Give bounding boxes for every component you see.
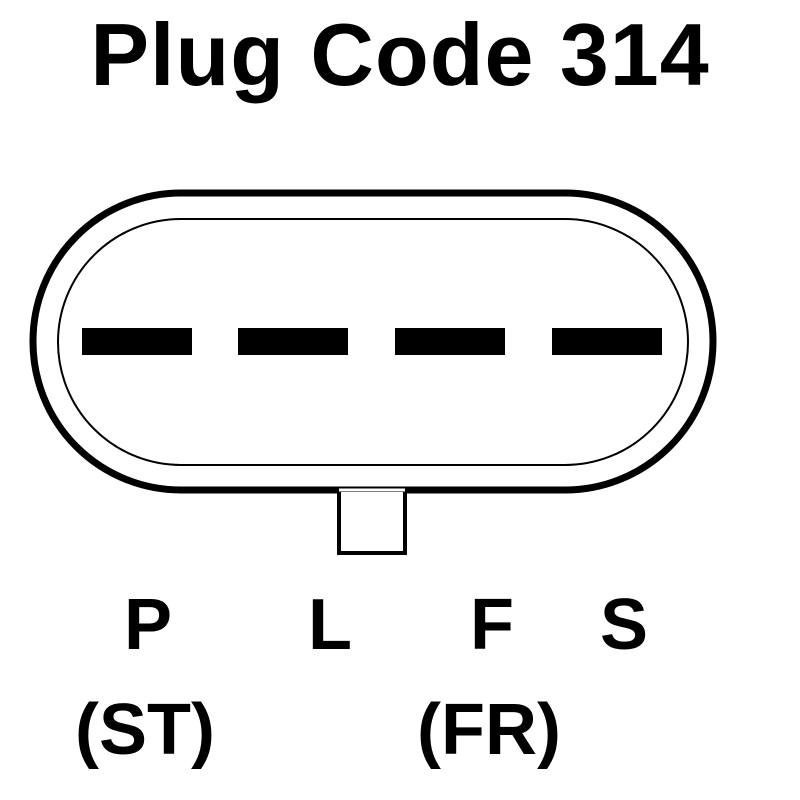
pin-label-s: S bbox=[599, 585, 649, 665]
terminal-p bbox=[82, 328, 192, 355]
terminal-l bbox=[238, 328, 348, 355]
pin-sublabel-st: (ST) bbox=[75, 690, 215, 770]
diagram-title: Plug Code 314 bbox=[90, 5, 710, 104]
pin-sublabel-fr: (FR) bbox=[417, 690, 561, 770]
connector-housing-inner bbox=[57, 218, 689, 466]
terminal-s bbox=[552, 328, 662, 355]
pin-label-p: P bbox=[123, 585, 173, 665]
pin-label-l: L bbox=[308, 585, 352, 665]
terminal-f bbox=[395, 328, 505, 355]
pin-label-f: F bbox=[470, 585, 514, 665]
locking-tab bbox=[337, 488, 407, 555]
